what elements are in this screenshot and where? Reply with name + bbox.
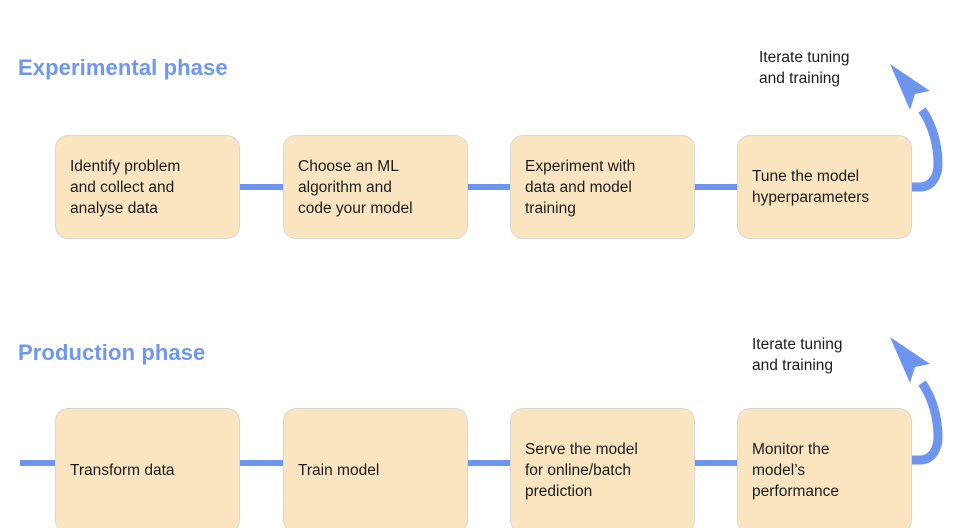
connector-experimental-3-4 [693,184,739,190]
production-loop-label: Iterate tuning and training [752,336,843,374]
production-step-1[interactable]: Transform data [55,408,240,528]
production-step-3[interactable]: Serve the model for online/batch predict… [510,408,695,528]
experimental-step-4[interactable]: Tune the model hyperparameters [737,135,912,239]
experimental-phase-title: Experimental phase [18,55,228,80]
connector-production-1-2 [238,460,285,466]
production-step-1-label: Transform data [70,462,175,479]
experimental-step-3[interactable]: Experiment with data and model training [510,135,695,239]
production-phase-title: Production phase [18,340,206,365]
production-step-4-label: Monitor the model’s performance [752,441,840,500]
experimental-loop-label: Iterate tuning and training [759,49,850,87]
production-step-4[interactable]: Monitor the model’s performance [737,408,912,528]
experimental-step-2-label: Choose an ML algorithm and code your mod… [298,157,413,217]
experimental-step-2[interactable]: Choose an ML algorithm and code your mod… [283,135,468,239]
experimental-step-1-label: Identify problem and collect and analyse… [70,157,181,217]
experimental-step-4-label: Tune the model hyperparameters [752,168,870,206]
experimental-step-3-label: Experiment with data and model training [525,157,636,217]
connector-production-3-4 [693,460,739,466]
connector-experimental-2-3 [466,184,512,190]
production-step-3-label: Serve the model for online/batch predict… [525,441,638,500]
production-step-2[interactable]: Train model [283,408,468,528]
experimental-step-1[interactable]: Identify problem and collect and analyse… [55,135,240,239]
production-step-2-label: Train model [298,462,380,479]
connector-experimental-1-2 [238,184,285,190]
connector-production-inbound [20,460,57,466]
connector-production-2-3 [466,460,512,466]
